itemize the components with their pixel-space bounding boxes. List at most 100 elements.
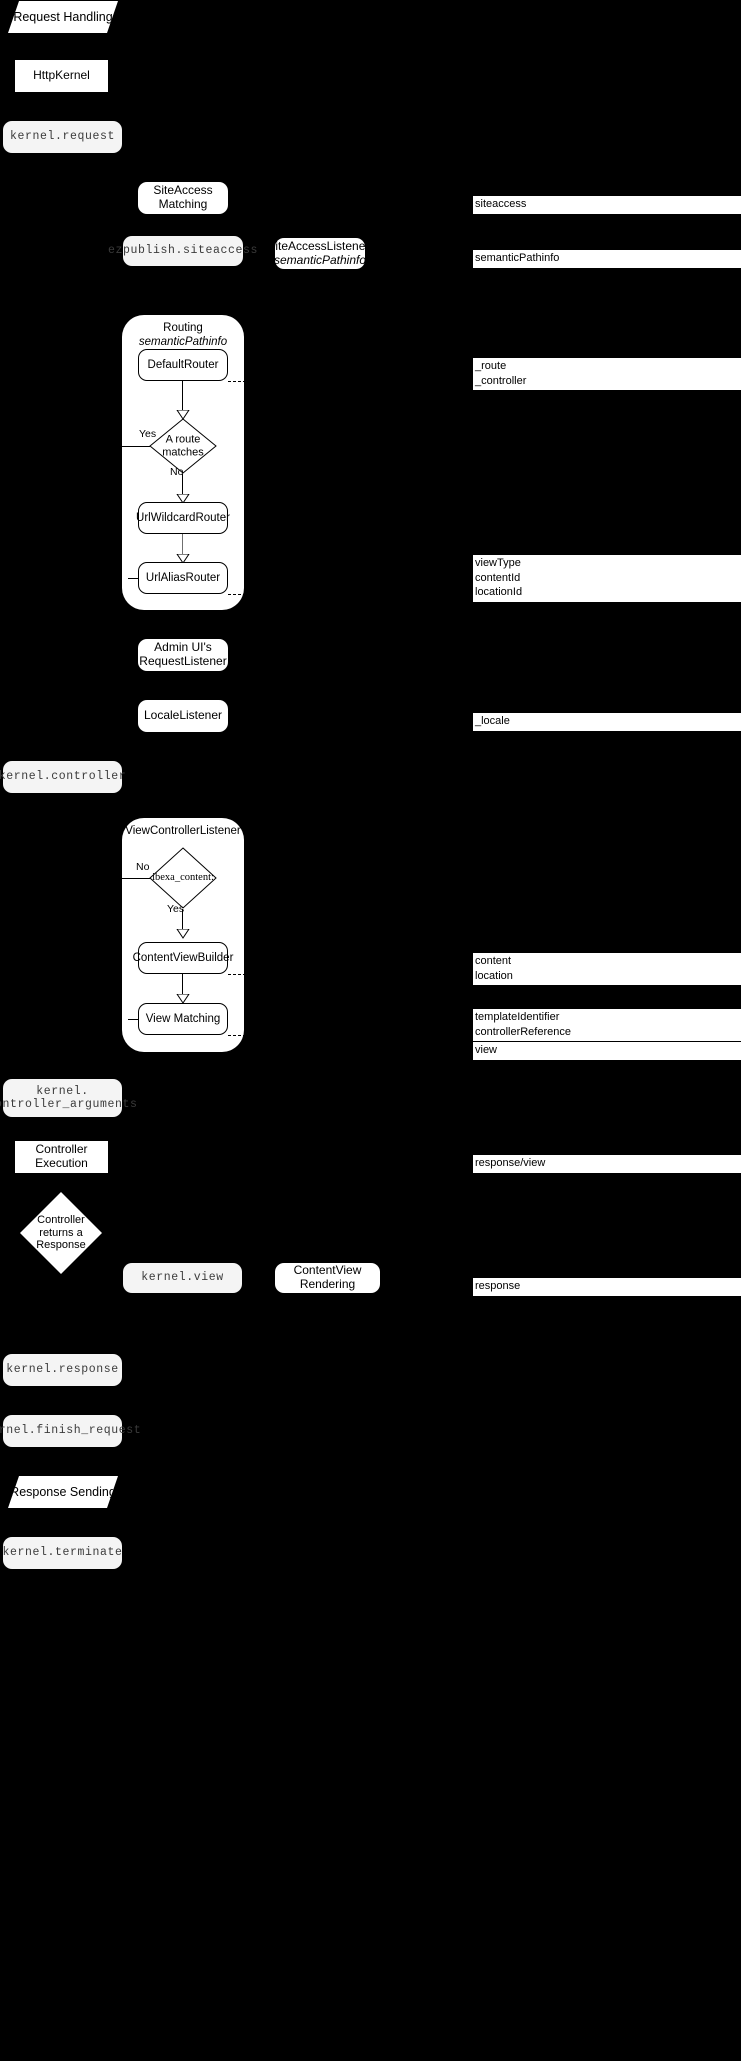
- node-locale-listener: LocaleListener: [138, 700, 228, 732]
- label-route-no-text: No: [170, 466, 184, 478]
- label-ibexa-no-text: No: [136, 861, 150, 873]
- event-kernel-controller: kernel.controller: [0, 761, 126, 793]
- attr-siteaccess-line-0: siteaccess: [475, 198, 527, 210]
- attr-siteaccess: siteaccess: [472, 195, 741, 215]
- connector-route-yes: [122, 446, 150, 447]
- attr-content-location: content location: [472, 952, 741, 987]
- event-ezpublish-siteaccess: ezpublish.siteaccess: [108, 236, 257, 266]
- connector-wildcard-to-alias: [182, 534, 183, 558]
- event-kernel-controller-label: kernel.controller: [0, 770, 127, 784]
- node-httpkernel-label: HttpKernel: [33, 68, 90, 83]
- group-routing-title-em: semanticPathinfo: [138, 336, 228, 349]
- arrowhead-defaultrouter-to-decision: [176, 410, 190, 420]
- connector-viewmatching-left: [128, 1019, 139, 1020]
- node-view-matching-label: View Matching: [145, 1013, 221, 1025]
- attr-content-line-0: content: [475, 955, 512, 967]
- attr-viewtype-line-0: viewType: [475, 557, 521, 569]
- node-contentview-rendering: ContentView Rendering: [275, 1263, 380, 1293]
- node-contentviewbuilder-label: ContentViewBuilder: [132, 952, 234, 964]
- attr-response: response: [472, 1277, 741, 1297]
- connector-cvb-to-viewmatching: [182, 974, 183, 998]
- arrowhead-wildcard-to-alias: [176, 554, 190, 564]
- dashed-defaultrouter-out: [228, 381, 276, 382]
- label-ibexa-yes: Yes: [167, 903, 184, 915]
- event-kernel-finish-request: kernel.finish_request: [0, 1415, 141, 1447]
- decision-controller-returns-response: Controller returns a Response: [20, 1192, 102, 1274]
- event-kernel-terminate: kernel.terminate: [2, 1537, 123, 1569]
- event-kernel-request-label: kernel.request: [9, 130, 115, 144]
- label-ibexa-yes-text: Yes: [167, 903, 185, 915]
- banner-request-handling-label: Request Handling: [13, 9, 113, 24]
- decision-ibexa-content: ibexa_content:: [149, 847, 217, 909]
- node-urlwildcardrouter: UrlWildcardRouter: [136, 502, 230, 534]
- attr-semanticpathinfo: semanticPathinfo: [472, 249, 741, 269]
- attr-content-line-1: location: [475, 969, 513, 982]
- decision-controller-returns-response-line3: Response: [36, 1239, 86, 1252]
- label-route-yes: Yes: [139, 428, 156, 440]
- connector-route-no: [182, 474, 183, 498]
- attr-template-line-0-text: templateIdentifier: [475, 1011, 560, 1023]
- connector-defaultrouter-to-decision: [182, 381, 183, 413]
- attr-view-box: view: [472, 1041, 741, 1061]
- group-viewcontrollerlistener-title: ViewControllerListener: [125, 825, 241, 837]
- attr-template-controllerreference: templateIdentifier controllerReference v…: [472, 1008, 741, 1061]
- node-defaultrouter: DefaultRouter: [138, 349, 228, 381]
- attr-response-line-0: response: [475, 1280, 521, 1292]
- connector-ibexa-yes: [182, 909, 183, 933]
- attr-viewtype-line-1: contentId: [475, 571, 521, 584]
- event-kernel-controller-arguments-line2: controller_arguments: [0, 1098, 138, 1111]
- attr-locale-line-0: _locale: [475, 715, 510, 727]
- dashed-urlaliasrouter-out: [228, 594, 276, 595]
- banner-response-sending-label: Response Sending: [10, 1484, 116, 1499]
- node-admin-ui-request-listener: Admin UI's RequestListener: [138, 639, 228, 671]
- attr-route-controller: _route _controller: [472, 357, 741, 392]
- decision-controller-returns-response-line1: Controller: [37, 1214, 85, 1227]
- event-ezpublish-siteaccess-label: ezpublish.siteaccess: [107, 244, 259, 258]
- node-contentview-rendering-label: ContentView Rendering: [293, 1263, 362, 1291]
- arrowhead-cvb-to-viewmatching: [176, 994, 190, 1004]
- node-controller-execution: Controller Execution: [15, 1141, 108, 1173]
- node-siteaccess-matching-label: SiteAccess Matching: [153, 183, 213, 211]
- node-urlaliasrouter: UrlAliasRouter: [138, 562, 228, 594]
- node-contentviewbuilder: ContentViewBuilder: [133, 942, 233, 974]
- event-kernel-view-label: kernel.view: [141, 1271, 224, 1285]
- node-siteaccess-listener: SiteAccessListener: semanticPathinfo: [267, 238, 373, 269]
- event-kernel-controller-arguments: kernel. controller_arguments: [0, 1079, 137, 1117]
- connector-urlaliasrouter-left: [128, 578, 139, 579]
- node-locale-listener-label: LocaleListener: [143, 708, 223, 723]
- node-urlwildcardrouter-label: UrlWildcardRouter: [136, 512, 230, 524]
- dashed-viewmatching-out: [228, 1035, 276, 1036]
- node-httpkernel: HttpKernel: [15, 60, 108, 92]
- decision-controller-returns-response-line2: returns a: [39, 1226, 83, 1239]
- group-routing-title-prefix: Routing: [163, 322, 203, 334]
- node-siteaccess-listener-sublabel: semanticPathinfo: [273, 252, 367, 267]
- node-urlaliasrouter-label: UrlAliasRouter: [145, 572, 221, 584]
- node-controller-execution-label: Controller Execution: [35, 1142, 88, 1170]
- node-admin-ui-request-listener-line2: RequestListener: [139, 654, 227, 668]
- node-admin-ui-request-listener-line1: Admin UI's: [154, 640, 212, 655]
- arrowhead-route-no: [176, 494, 190, 504]
- attr-viewtype-line-2: locationId: [475, 586, 523, 599]
- event-kernel-request: kernel.request: [3, 121, 122, 153]
- banner-request-handling: Request Handling: [8, 1, 118, 33]
- banner-response-sending: Response Sending: [8, 1476, 118, 1508]
- attr-semanticpathinfo-line-0: semanticPathinfo: [475, 252, 560, 264]
- connector-ibexa-no: [122, 878, 150, 879]
- dashed-contentviewbuilder-out: [228, 974, 276, 975]
- attr-response-view-line-0: response/view: [475, 1157, 546, 1169]
- node-siteaccess-matching: SiteAccess Matching: [138, 182, 228, 214]
- node-view-matching: View Matching: [138, 1003, 228, 1035]
- event-kernel-controller-arguments-line1: kernel.: [36, 1084, 89, 1098]
- label-ibexa-no: No: [136, 861, 149, 873]
- attr-route-controller-line-1: _controller: [475, 374, 527, 387]
- attr-template-line-1-text: controllerReference: [475, 1025, 571, 1038]
- attr-route-controller-line-0: _route: [475, 360, 507, 372]
- attr-view-text: view: [475, 1044, 498, 1057]
- arrowhead-ibexa-yes: [176, 929, 190, 939]
- event-kernel-terminate-label: kernel.terminate: [2, 1546, 123, 1560]
- attr-response-view: response/view: [472, 1154, 741, 1174]
- event-kernel-response: kernel.response: [3, 1354, 122, 1386]
- label-route-yes-text: Yes: [139, 428, 157, 440]
- label-route-no: No: [170, 466, 183, 478]
